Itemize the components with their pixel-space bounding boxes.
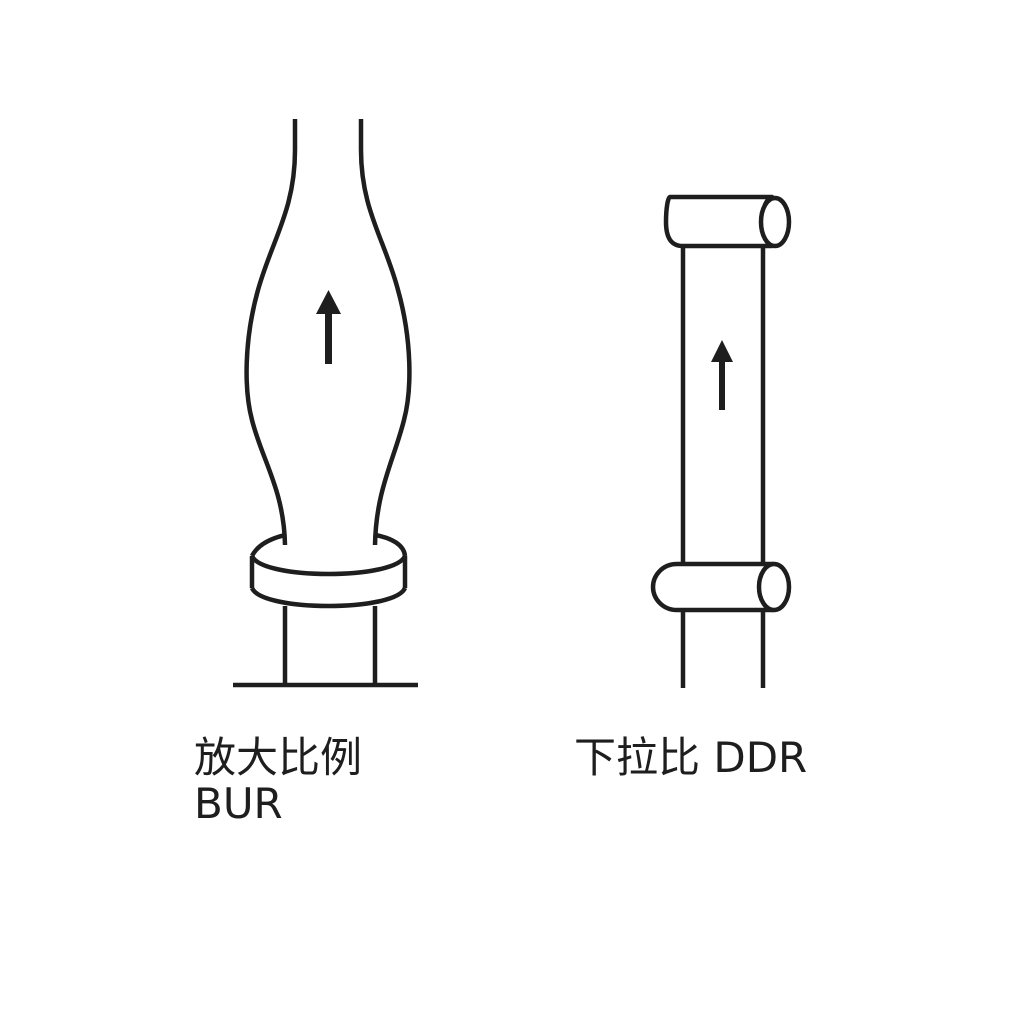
ddr-label-zh: 下拉比 [574, 733, 714, 782]
bur-label: 放大比例 BUR [194, 735, 362, 827]
die-ring-bottom [249, 586, 408, 609]
top-roller-end [758, 195, 792, 249]
bur-label-en: BUR [194, 779, 283, 828]
bottom-roller-body [650, 561, 776, 613]
die-ring-top-back [249, 532, 408, 558]
bur-label-zh: 放大比例 [194, 733, 363, 782]
die-ring-top-front [249, 554, 408, 577]
ddr-label: 下拉比 DDR [574, 735, 807, 781]
bur-figure [233, 119, 418, 688]
ddr-label-en: DDR [713, 733, 808, 782]
bottom-roller-end [756, 561, 792, 613]
top-roller-body [663, 194, 775, 249]
bubble-left-wall [244, 119, 298, 546]
bubble-right-wall [358, 119, 412, 546]
up-arrow-icon [711, 340, 733, 410]
ddr-figure [650, 194, 792, 688]
up-arrow-icon [316, 290, 341, 364]
